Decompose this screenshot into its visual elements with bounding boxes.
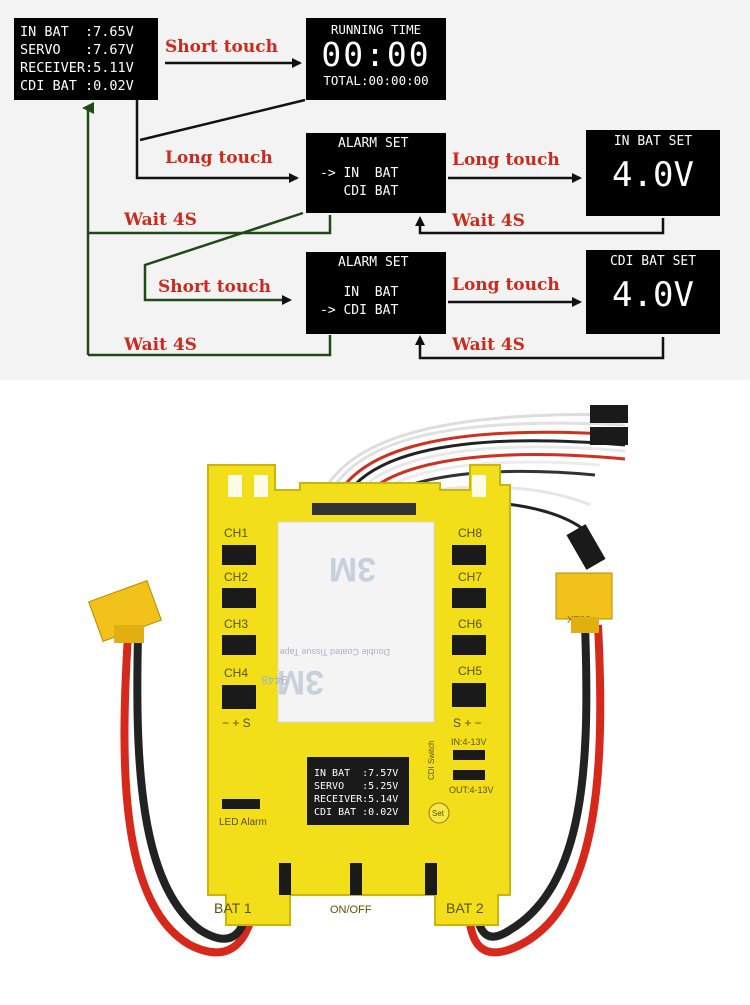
ch7-label: CH7 xyxy=(458,570,482,584)
board-oled-bezel xyxy=(307,757,409,825)
label-wait-1: Wait 4S xyxy=(124,210,197,230)
bat2-cable-black xyxy=(471,624,591,941)
main-line-2: SERVO :7.67V xyxy=(20,42,134,58)
alarm2-line-1: IN BAT xyxy=(320,285,399,300)
bat2-label: BAT 2 xyxy=(446,900,484,916)
cdi-switch-label: CDI Switch xyxy=(427,740,436,780)
tape-brand-2: 3M xyxy=(277,663,324,701)
set-button[interactable] xyxy=(428,802,450,824)
alarm1-title: ALARM SET xyxy=(338,136,409,151)
onoff-label: ON/OFF xyxy=(330,904,372,916)
running-time: 00:00 xyxy=(321,35,431,74)
right-channel-headers: CH8 CH7 CH6 CH5 S + − xyxy=(452,526,486,730)
arrow-wait-3 xyxy=(88,335,332,357)
left-channel-headers: CH1 CH2 CH3 CH4 − + S xyxy=(222,526,256,730)
alarm1-line-2: CDI BAT xyxy=(320,184,399,199)
ch8-label: CH8 xyxy=(458,526,482,540)
label-long-touch-3: Long touch xyxy=(452,275,560,295)
in-range-label: IN:4-13V xyxy=(451,737,487,747)
left-pin-label: − + S xyxy=(222,716,251,730)
bat2-cable-red xyxy=(464,624,605,957)
flow-diagram: IN BAT :7.65V SERVO :7.67V RECEIVER:5.11… xyxy=(0,0,750,380)
ch1-label: CH1 xyxy=(224,526,248,540)
servo-plug-1 xyxy=(590,405,628,423)
cdi-bat-set-title: CDI BAT SET xyxy=(609,254,697,269)
tape-brand-1: 3M xyxy=(329,550,376,588)
board-screen-line-4: CDI BAT :0.02V xyxy=(314,807,398,818)
bat1-switch-header[interactable] xyxy=(279,863,291,895)
ch4-label: CH4 xyxy=(224,666,248,680)
wire-header-strip xyxy=(312,503,416,515)
label-wait-3: Wait 4S xyxy=(124,335,197,355)
cdi-bat-set-value: 4.0V xyxy=(612,275,694,315)
running-total: TOTAL:00:00:00 xyxy=(323,73,429,88)
arrow-long-touch-1 xyxy=(135,100,299,183)
label-long-touch-2: Long touch xyxy=(452,150,560,170)
tape-model: 9448 xyxy=(261,673,288,687)
in-bat-set-value: 4.0V xyxy=(612,155,694,195)
main-line-1: IN BAT :7.65V xyxy=(20,24,134,40)
xt60-left xyxy=(88,580,162,643)
tape-text: Double Coated Tissue Tape xyxy=(280,647,390,657)
main-status-screen: IN BAT :7.65V SERVO :7.67V RECEIVER:5.11… xyxy=(14,18,158,100)
alarm1-line-1: -> IN BAT xyxy=(320,166,399,181)
label-wait-4: Wait 4S xyxy=(452,335,525,355)
ch5-label: CH5 xyxy=(458,664,482,678)
alarm2-title: ALARM SET xyxy=(338,255,409,270)
arrow-wait-2 xyxy=(415,216,665,235)
main-line-4: CDI BAT :0.02V xyxy=(20,78,134,94)
bat1-cable-black xyxy=(133,634,252,943)
servo-plug-3 xyxy=(566,524,606,570)
out-header xyxy=(453,770,485,780)
servo-plug-2 xyxy=(590,427,628,445)
bat2-switch-header[interactable] xyxy=(425,863,437,895)
product-photo: 3M 3M 9448 Double Coated Tissue Tape CH1… xyxy=(0,385,750,1000)
label-short-touch-1: Short touch xyxy=(165,37,278,57)
in-bat-set-screen: IN BAT SET 4.0V xyxy=(586,130,720,216)
arrow-running-diagonal xyxy=(139,98,306,142)
bat1-label: BAT 1 xyxy=(214,900,252,916)
board-screen-line-1: IN BAT :7.57V xyxy=(314,768,398,779)
label-long-touch-1: Long touch xyxy=(165,148,273,168)
alarm-set-screen-1: ALARM SET -> IN BAT CDI BAT xyxy=(306,133,446,213)
ch6-label: CH6 xyxy=(458,617,482,631)
alarm-set-screen-2: ALARM SET IN BAT -> CDI BAT xyxy=(306,252,446,334)
led-alarm-header xyxy=(222,799,260,809)
in-bat-set-title: IN BAT SET xyxy=(613,134,693,149)
in-header xyxy=(453,750,485,760)
led-alarm-label: LED Alarm xyxy=(219,817,267,828)
ch3-label: CH3 xyxy=(224,617,248,631)
main-line-3: RECEIVER:5.11V xyxy=(20,60,134,76)
flow-arrows xyxy=(82,58,665,360)
set-button-label: Set xyxy=(432,809,445,818)
bat1-cable-red xyxy=(120,634,259,957)
arrow-wait-1 xyxy=(88,215,332,235)
onoff-switch-header[interactable] xyxy=(350,863,362,895)
xt60-right: XT60 xyxy=(555,572,613,633)
alarm2-line-2: -> CDI BAT xyxy=(320,303,399,318)
board-screen-line-2: SERVO :5.25V xyxy=(314,781,398,792)
label-short-touch-2: Short touch xyxy=(158,277,271,297)
adhesive-tape-area: 3M 3M 9448 Double Coated Tissue Tape xyxy=(261,521,435,723)
arrow-short-touch-2 xyxy=(143,211,304,305)
board-illustration: 3M 3M 9448 Double Coated Tissue Tape CH1… xyxy=(88,405,628,957)
cdi-bat-set-screen: CDI BAT SET 4.0V xyxy=(586,250,720,334)
ch2-label: CH2 xyxy=(224,570,248,584)
label-wait-2: Wait 4S xyxy=(452,211,525,231)
right-pin-label: S + − xyxy=(453,716,482,730)
running-time-screen: RUNNING TIME 00:00 TOTAL:00:00:00 xyxy=(306,18,446,100)
running-title: RUNNING TIME xyxy=(330,22,422,37)
board-screen-line-3: RECEIVER:5.14V xyxy=(314,794,398,805)
board-oled-text: IN BAT :7.57V SERVO :5.25V RECEIVER:5.14… xyxy=(314,768,398,818)
arrow-wait-4 xyxy=(415,335,665,360)
out-range-label: OUT:4-13V xyxy=(449,785,494,795)
